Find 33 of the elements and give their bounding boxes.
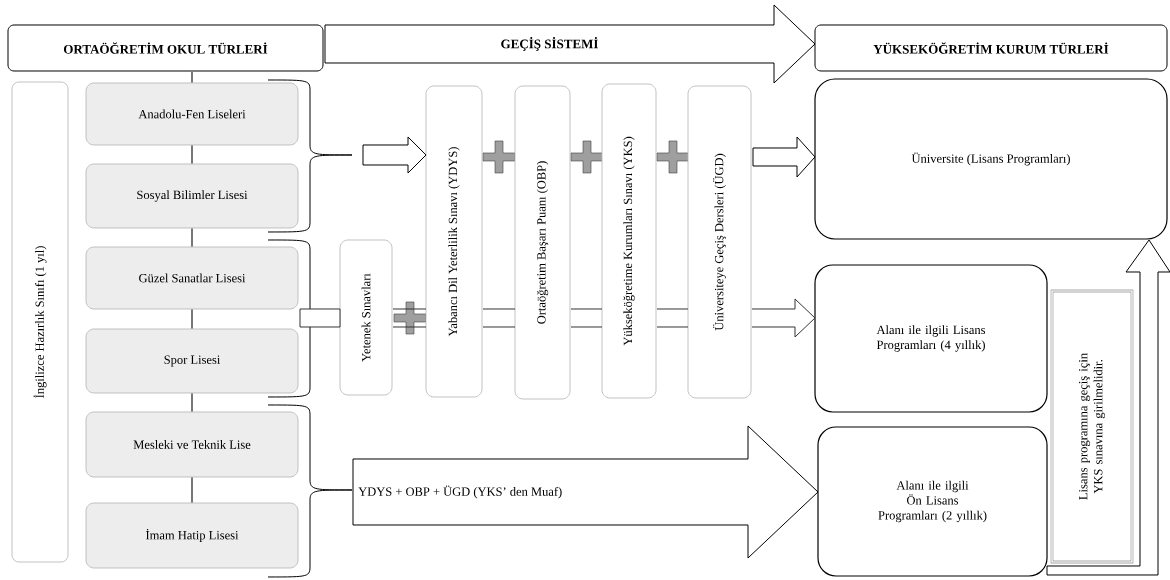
connector-line — [191, 227, 193, 248]
connector-line — [191, 392, 193, 413]
connector-line — [191, 476, 193, 504]
exam-box: Yabancı Dil Yeterlilik Sınavı (YDYS) — [425, 85, 483, 398]
edge-label: YDYS + OBP + ÜGD (YKS’ den Muaf) — [358, 485, 562, 499]
program-box: Alanı ile ilgili Ön Lisans Programları (2 yıllık) — [817, 426, 1048, 577]
note-box: Lisans programına geçiş için YKS sınavına girilmelidir. — [1050, 289, 1134, 564]
block-arrow — [1046, 239, 1170, 576]
exam-box: Ortaöğretim Başarı Puanı (OBP) — [514, 85, 571, 400]
double-line-arrow — [751, 298, 816, 338]
school-box: Sosyal Bilimler Lisesi — [85, 163, 299, 229]
exam-box: Üniversiteye Geçiş Dersleri (ÜGD) — [687, 85, 752, 399]
edge-label: GEÇİŞ SİSTEMİ — [501, 37, 598, 51]
school-box: Mesleki ve Teknik Lise — [85, 411, 299, 478]
block-arrow — [324, 4, 816, 84]
block-arrow — [362, 136, 427, 174]
school-box: Anadolu-Fen Liseleri — [85, 82, 299, 146]
double-line-arrow — [752, 136, 816, 178]
header-box: YÜKSEKÖĞRETİM KURUM TÜRLERİ — [814, 24, 1168, 72]
school-box: İmam Hatip Lisesi — [85, 502, 299, 569]
connector-line — [191, 70, 193, 84]
exam-box: Yükseköğretime Kurumları Sınavı (YKS) — [601, 83, 657, 399]
connector-line — [191, 308, 193, 330]
connector-line — [191, 144, 193, 165]
header-box: ORTAÖĞRETİM OKUL TÜRLERİ — [7, 24, 324, 72]
double-line-arrow — [299, 308, 341, 328]
school-box: Güzel Sanatlar Lisesi — [85, 246, 299, 310]
block-arrow — [352, 425, 819, 559]
school-box: Spor Lisesi — [85, 328, 299, 394]
exam-box: Yetenek Sınavları — [339, 239, 393, 396]
program-box: Üniversite (Lisans Programları) — [814, 78, 1168, 240]
program-box: Alanı ile ilgili Lisans Programları (4 yıllık) — [814, 264, 1048, 413]
side-box: İngilizce Hazırlık Sınıfı (1 yıl) — [11, 81, 69, 563]
